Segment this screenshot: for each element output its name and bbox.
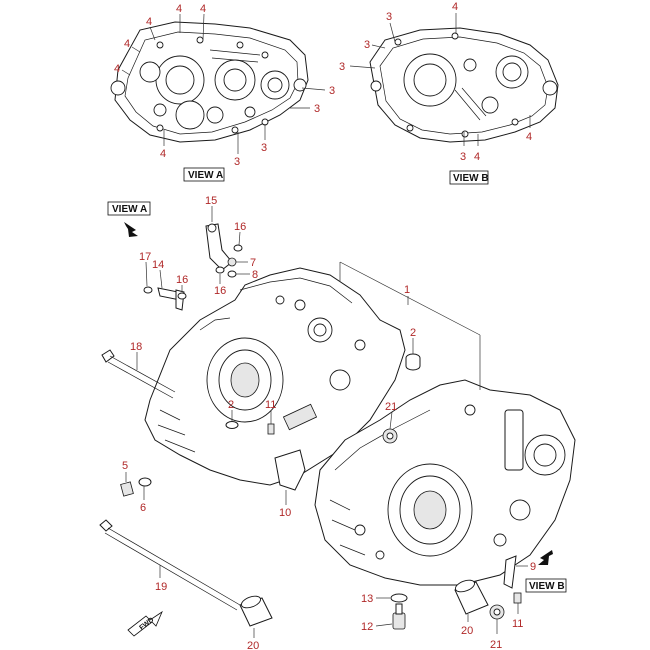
washer-13 <box>376 593 408 603</box>
callout-a-4f: 4 <box>160 148 166 160</box>
callout-part-2b: 2 <box>228 399 234 411</box>
fwd-arrow <box>127 610 163 637</box>
oil-pipe-15 <box>205 206 233 271</box>
bolt-21-lower <box>489 604 505 634</box>
bolt-11-lower <box>513 592 522 614</box>
view-b-arrow-icon <box>538 550 553 565</box>
callout-part-5: 5 <box>122 460 128 472</box>
washer-6 <box>138 477 152 500</box>
bolt-12 <box>375 603 406 630</box>
callout-b-3b: 3 <box>364 39 370 51</box>
view-a-label-box <box>183 167 225 182</box>
callout-part-11b: 11 <box>512 618 523 630</box>
view-a-inset <box>110 21 309 143</box>
view-a-leaders <box>121 13 326 154</box>
callout-part-8: 8 <box>252 269 258 281</box>
pipe-14 <box>157 269 185 311</box>
dowel-pin-2-upper <box>405 338 421 371</box>
callout-b-3c: 3 <box>339 61 345 73</box>
o-ring-17 <box>143 261 153 294</box>
callout-a-3a: 3 <box>234 156 240 168</box>
gasket-10 <box>274 449 306 505</box>
callout-part-15: 15 <box>205 195 217 207</box>
callout-part-14: 14 <box>152 259 164 271</box>
crankcase-left-half <box>144 267 406 486</box>
callout-part-6: 6 <box>140 502 146 514</box>
bracket-9 <box>503 555 528 589</box>
washer-8 <box>227 270 250 278</box>
bolt-5 <box>120 472 134 497</box>
callout-part-16a: 16 <box>234 221 246 233</box>
dowel-pin-2-lower <box>225 410 239 429</box>
callout-a-3d: 3 <box>329 85 335 97</box>
o-ring-16-b <box>215 266 225 284</box>
callout-part-10: 10 <box>279 507 291 519</box>
callout-part-12: 12 <box>361 621 373 633</box>
long-stud-19 <box>99 519 241 611</box>
callout-b-3a: 3 <box>386 11 392 23</box>
callout-part-18: 18 <box>130 341 142 353</box>
callout-part-1: 1 <box>404 284 410 296</box>
callout-part-21b: 21 <box>490 639 502 650</box>
callout-part-19: 19 <box>155 581 167 593</box>
callout-part-7: 7 <box>250 257 256 269</box>
bolt-7 <box>227 257 248 267</box>
callout-part-9: 9 <box>530 561 536 573</box>
view-b-label: VIEW B <box>453 173 489 184</box>
callout-a-4c: 4 <box>200 3 206 15</box>
view-b-inset <box>369 27 559 143</box>
o-ring-16-a <box>233 231 243 252</box>
view-b-arrow-box <box>525 578 567 593</box>
callout-part-20a: 20 <box>247 640 259 650</box>
callout-a-4a: 4 <box>146 16 152 28</box>
callout-part-11a: 11 <box>265 399 276 411</box>
callout-a-4e: 4 <box>114 63 120 75</box>
bolt-21-upper <box>382 411 398 444</box>
callout-b-3d: 3 <box>460 151 466 163</box>
callout-part-20b: 20 <box>461 625 473 637</box>
callout-b-4a: 4 <box>452 1 458 13</box>
callout-a-3b: 3 <box>261 142 267 154</box>
callout-b-4b: 4 <box>474 151 480 163</box>
callout-part-17: 17 <box>139 251 151 263</box>
callout-a-3c: 3 <box>314 103 320 115</box>
view-a-label: VIEW A <box>188 170 223 181</box>
view-b-label-box <box>449 170 489 185</box>
view-a-arrow-icon <box>124 222 138 237</box>
crankcase-right-half <box>314 379 576 586</box>
view-a-arrow-label: VIEW A <box>112 204 147 215</box>
part-1-bracket <box>339 261 481 390</box>
callout-a-4b: 4 <box>176 3 182 15</box>
callout-part-16c: 16 <box>176 274 188 286</box>
view-b-arrow-label: VIEW B <box>529 581 565 592</box>
view-a-arrow-box <box>107 201 151 216</box>
o-ring-16-c <box>177 285 187 300</box>
callout-part-21a: 21 <box>385 401 397 413</box>
callout-b-4c: 4 <box>526 131 532 143</box>
callout-a-4d: 4 <box>124 38 130 50</box>
view-b-leaders <box>349 13 531 146</box>
stud-bolt-18 <box>101 349 176 399</box>
fwd-label: FWD <box>138 617 155 632</box>
collar-20-right <box>454 579 489 622</box>
callout-part-16b: 16 <box>214 285 226 297</box>
callout-part-13: 13 <box>361 593 373 605</box>
callout-part-2a: 2 <box>410 327 416 339</box>
collar-20-left <box>239 595 273 638</box>
bolt-11-upper <box>267 410 275 435</box>
